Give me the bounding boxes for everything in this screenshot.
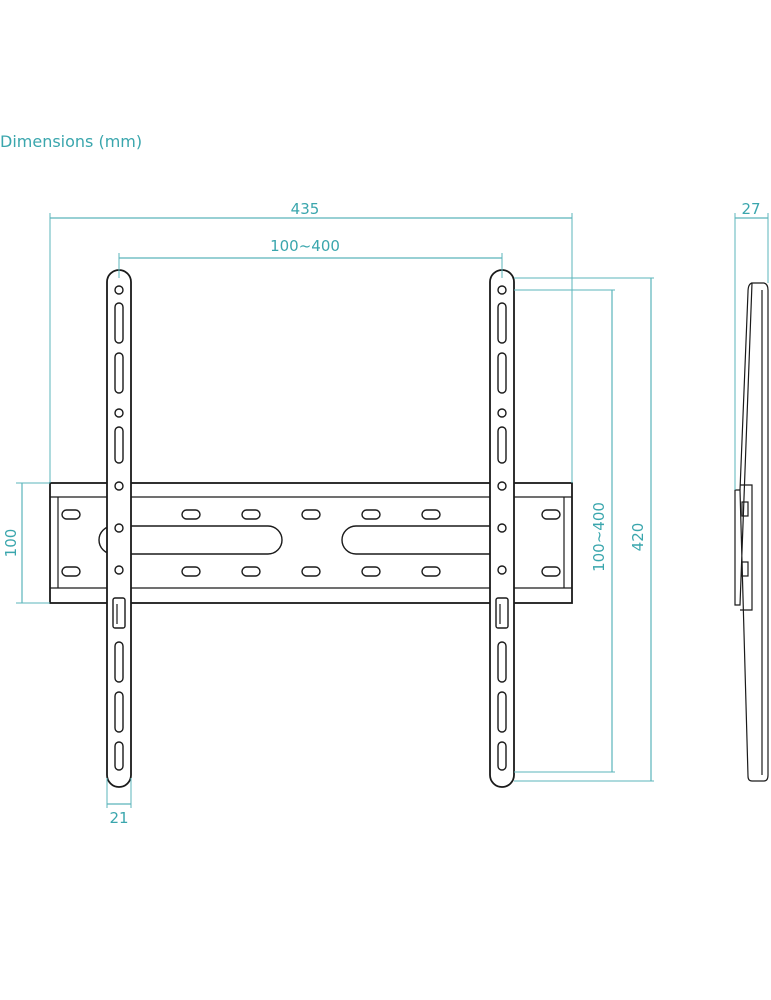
dimension-arm-width: 21 (106, 778, 132, 827)
dimension-vesa-vertical: 100~400 (514, 289, 615, 773)
vesa-horizontal-label: 100~400 (270, 237, 340, 255)
dimension-rail-height: 100 (2, 482, 50, 604)
diagram-title: Dimensions (mm) (0, 132, 142, 151)
dimension-overall-width: 435 (49, 200, 573, 483)
dimension-arm-length: 420 (514, 277, 654, 782)
right-vertical-arm (489, 269, 515, 788)
rail-lower-slots (61, 566, 561, 577)
dimension-vesa-horizontal: 100~400 (118, 237, 503, 278)
rail-upper-slots (61, 509, 561, 520)
rail-cutout-left (98, 525, 283, 555)
arm-length-label: 420 (629, 523, 647, 552)
left-vertical-arm (106, 269, 132, 788)
rail-cutout-right (341, 525, 509, 555)
wall-rail (49, 482, 573, 604)
arm-width-label: 21 (109, 809, 128, 827)
vesa-vertical-label: 100~400 (590, 502, 608, 572)
dimension-side-depth: 27 (734, 200, 769, 490)
side-profile-view (734, 282, 769, 782)
overall-width-label: 435 (291, 200, 320, 218)
side-depth-label: 27 (741, 200, 760, 218)
rail-height-label: 100 (2, 529, 20, 558)
